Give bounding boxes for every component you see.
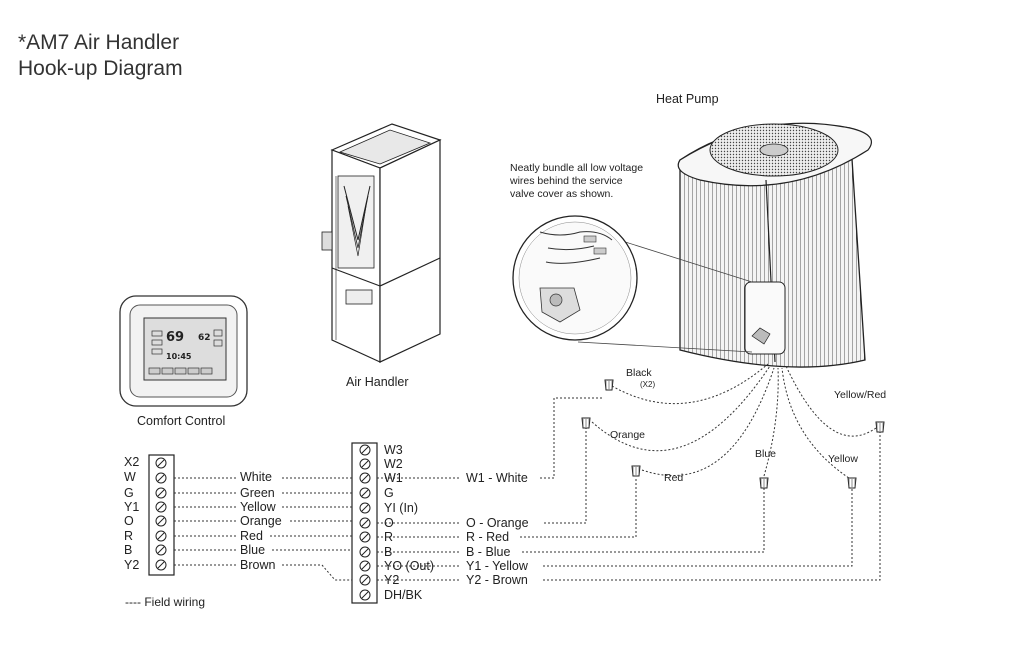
wire-label-white: White [240,470,272,484]
tstat-screw-1-slot [157,474,165,482]
hp-wire-black: Black [626,367,652,379]
ah-screw-1-slot [361,460,369,468]
wire-label-brown: Brown [240,558,276,572]
tstat-terminal-r: R [124,529,134,543]
bundle-note: Neatly bundle all low voltage wires behi… [510,162,643,201]
tstat-screw-3-slot [157,503,165,511]
tstat-terminal-y1: Y1 [124,500,140,514]
thermostat-setpoint: 62 [198,333,211,343]
ah-terminal-dh-bk: DH/BK [384,588,423,602]
ah-screw-6-slot [361,533,369,541]
tstat-screw-5-slot [157,532,165,540]
ah-screw-8-slot [361,562,369,570]
field-wiring-legend: ---- Field wiring [125,595,206,609]
hp-conn-r: R - Red [466,530,510,544]
tstat-terminal-y2: Y2 [124,558,140,572]
hp-conn-b: B - Blue [466,545,511,559]
hp-wire-orange: Orange [610,429,646,441]
wire-label-red: Red [240,529,263,543]
comfort-control-label: Comfort Control [137,414,226,428]
hp-conn-w1: W1 - White [466,471,528,485]
air-handler-screws [359,444,371,601]
ah-screw-0-slot [361,446,369,454]
thermostat-temp: 69 [166,330,185,345]
ah-screw-4-slot [361,504,369,512]
ah-screw-10-slot [361,591,369,599]
hp-conn-y2: Y2 - Brown [466,573,528,587]
diagram-title: *AM7 Air Handler Hook-up Diagram [18,30,183,82]
hp-conn-y1: Y1 - Yellow [466,559,528,573]
ah-terminal-yi: YI (In) [384,501,419,515]
note-line-2: wires behind the service [510,175,623,187]
tstat-screw-6-slot [157,546,165,554]
ah-terminal-w2: W2 [384,457,403,471]
tstat-screw-7-slot [157,561,165,569]
hp-wire-blue: Blue [755,448,777,460]
air-handler-label: Air Handler [346,375,409,389]
ah-screw-3-slot [361,489,369,497]
ah-screw-5-slot [361,519,369,527]
wire-label-orange: Orange [240,514,282,528]
hp-wire-yellow: Yellow [828,453,858,465]
thermostat-field-wiring [174,477,352,581]
ah-screw-7-slot [361,548,369,556]
tstat-terminal-o: O [124,514,134,528]
tstat-screw-0-slot [157,459,165,467]
tstat-terminal-g: G [124,486,134,500]
wire-nuts [581,379,885,489]
ah-terminal-w1: W1 [384,471,403,485]
ah-screw-2-slot [361,474,369,482]
tstat-screw-2-slot [157,489,165,497]
tstat-terminal-w: W [124,470,136,484]
callout-magnifier [512,215,753,353]
ah-screw-9-slot [361,576,369,584]
note-line-1: Neatly bundle all low voltage [510,162,644,174]
thermostat-illustration [119,295,248,407]
hp-conn-o: O - Orange [466,516,529,530]
thermostat-time: 10:45 [166,352,192,361]
ah-terminal-w3: W3 [384,443,403,457]
hp-wire-black-note: (X2) [640,380,656,389]
wire-label-blue: Blue [240,543,266,557]
heat-pump-illustration [677,122,872,368]
note-line-3: valve cover as shown. [510,188,614,200]
ah-terminal-r: R [384,530,394,544]
tstat-terminal-x2: X2 [124,455,140,469]
air-handler-illustration [321,123,442,363]
tstat-screw-4-slot [157,517,165,525]
heat-pump-wire-leads [591,363,877,481]
ah-terminal-y2: Y2 [384,573,400,587]
title-line-1: *AM7 Air Handler [18,31,180,54]
ah-terminal-b: B [384,545,393,559]
ah-terminal-g: G [384,486,394,500]
ah-terminal-o: O [384,516,394,530]
wire-label-yellow: Yellow [240,500,276,514]
hp-wire-yellow-red: Yellow/Red [834,389,887,401]
wire-label-green: Green [240,486,275,500]
title-line-2: Hook-up Diagram [18,57,183,80]
thermostat-screws [155,457,167,571]
hp-wire-red: Red [664,472,684,484]
heat-pump-label: Heat Pump [656,92,719,106]
ah-terminal-yo: YO (Out) [384,559,435,573]
heat-pump-field-wiring [377,397,881,581]
tstat-terminal-b: B [124,543,133,557]
